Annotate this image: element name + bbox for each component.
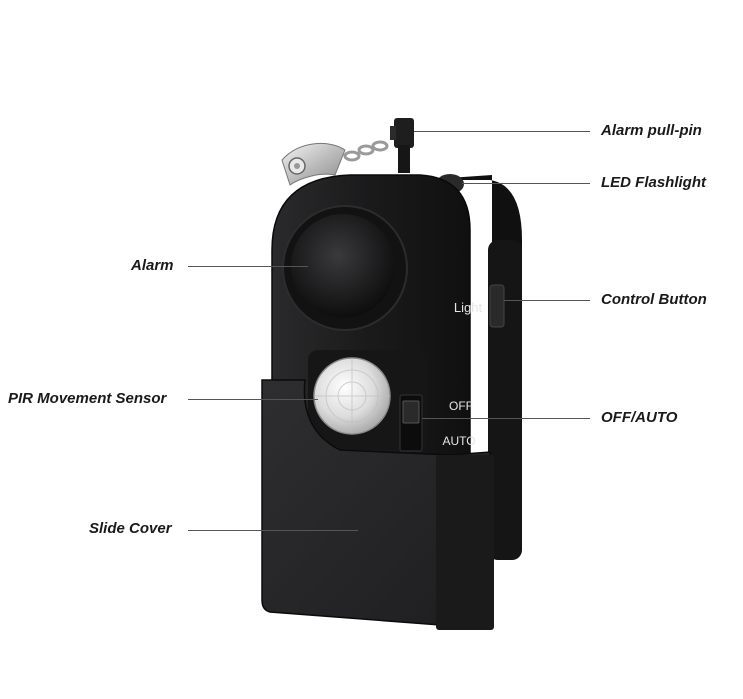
callout-led-flashlight: LED Flashlight [601,174,706,191]
light-button-label: Light [454,300,483,315]
callout-slide-cover: Slide Cover [89,520,172,537]
switch-off-label: OFF [449,399,473,413]
keychain [343,140,389,162]
callout-alarm-pull-pin: Alarm pull-pin [601,122,702,139]
pull-pin[interactable] [390,118,414,173]
keyring-tag [281,142,346,186]
callout-control-button: Control Button [601,291,707,308]
leader-alarm-pull-pin [414,131,590,132]
slide-cover-side [436,455,494,630]
pir-lens-facets [314,358,390,434]
leader-led-flashlight [462,183,590,184]
callout-alarm: Alarm [131,257,174,274]
leader-pir-sensor [188,399,318,400]
control-button[interactable] [489,284,505,328]
switch-auto-label: AUTO [442,434,475,448]
off-auto-switch-knob[interactable] [402,400,420,424]
leader-alarm [188,266,308,267]
leader-control-button [504,300,590,301]
leader-off-auto [422,418,590,419]
leader-slide-cover [188,530,358,531]
callout-off-auto: OFF/AUTO [601,409,678,426]
callout-pir-sensor: PIR Movement Sensor [8,390,167,407]
alarm-speaker [291,214,395,318]
